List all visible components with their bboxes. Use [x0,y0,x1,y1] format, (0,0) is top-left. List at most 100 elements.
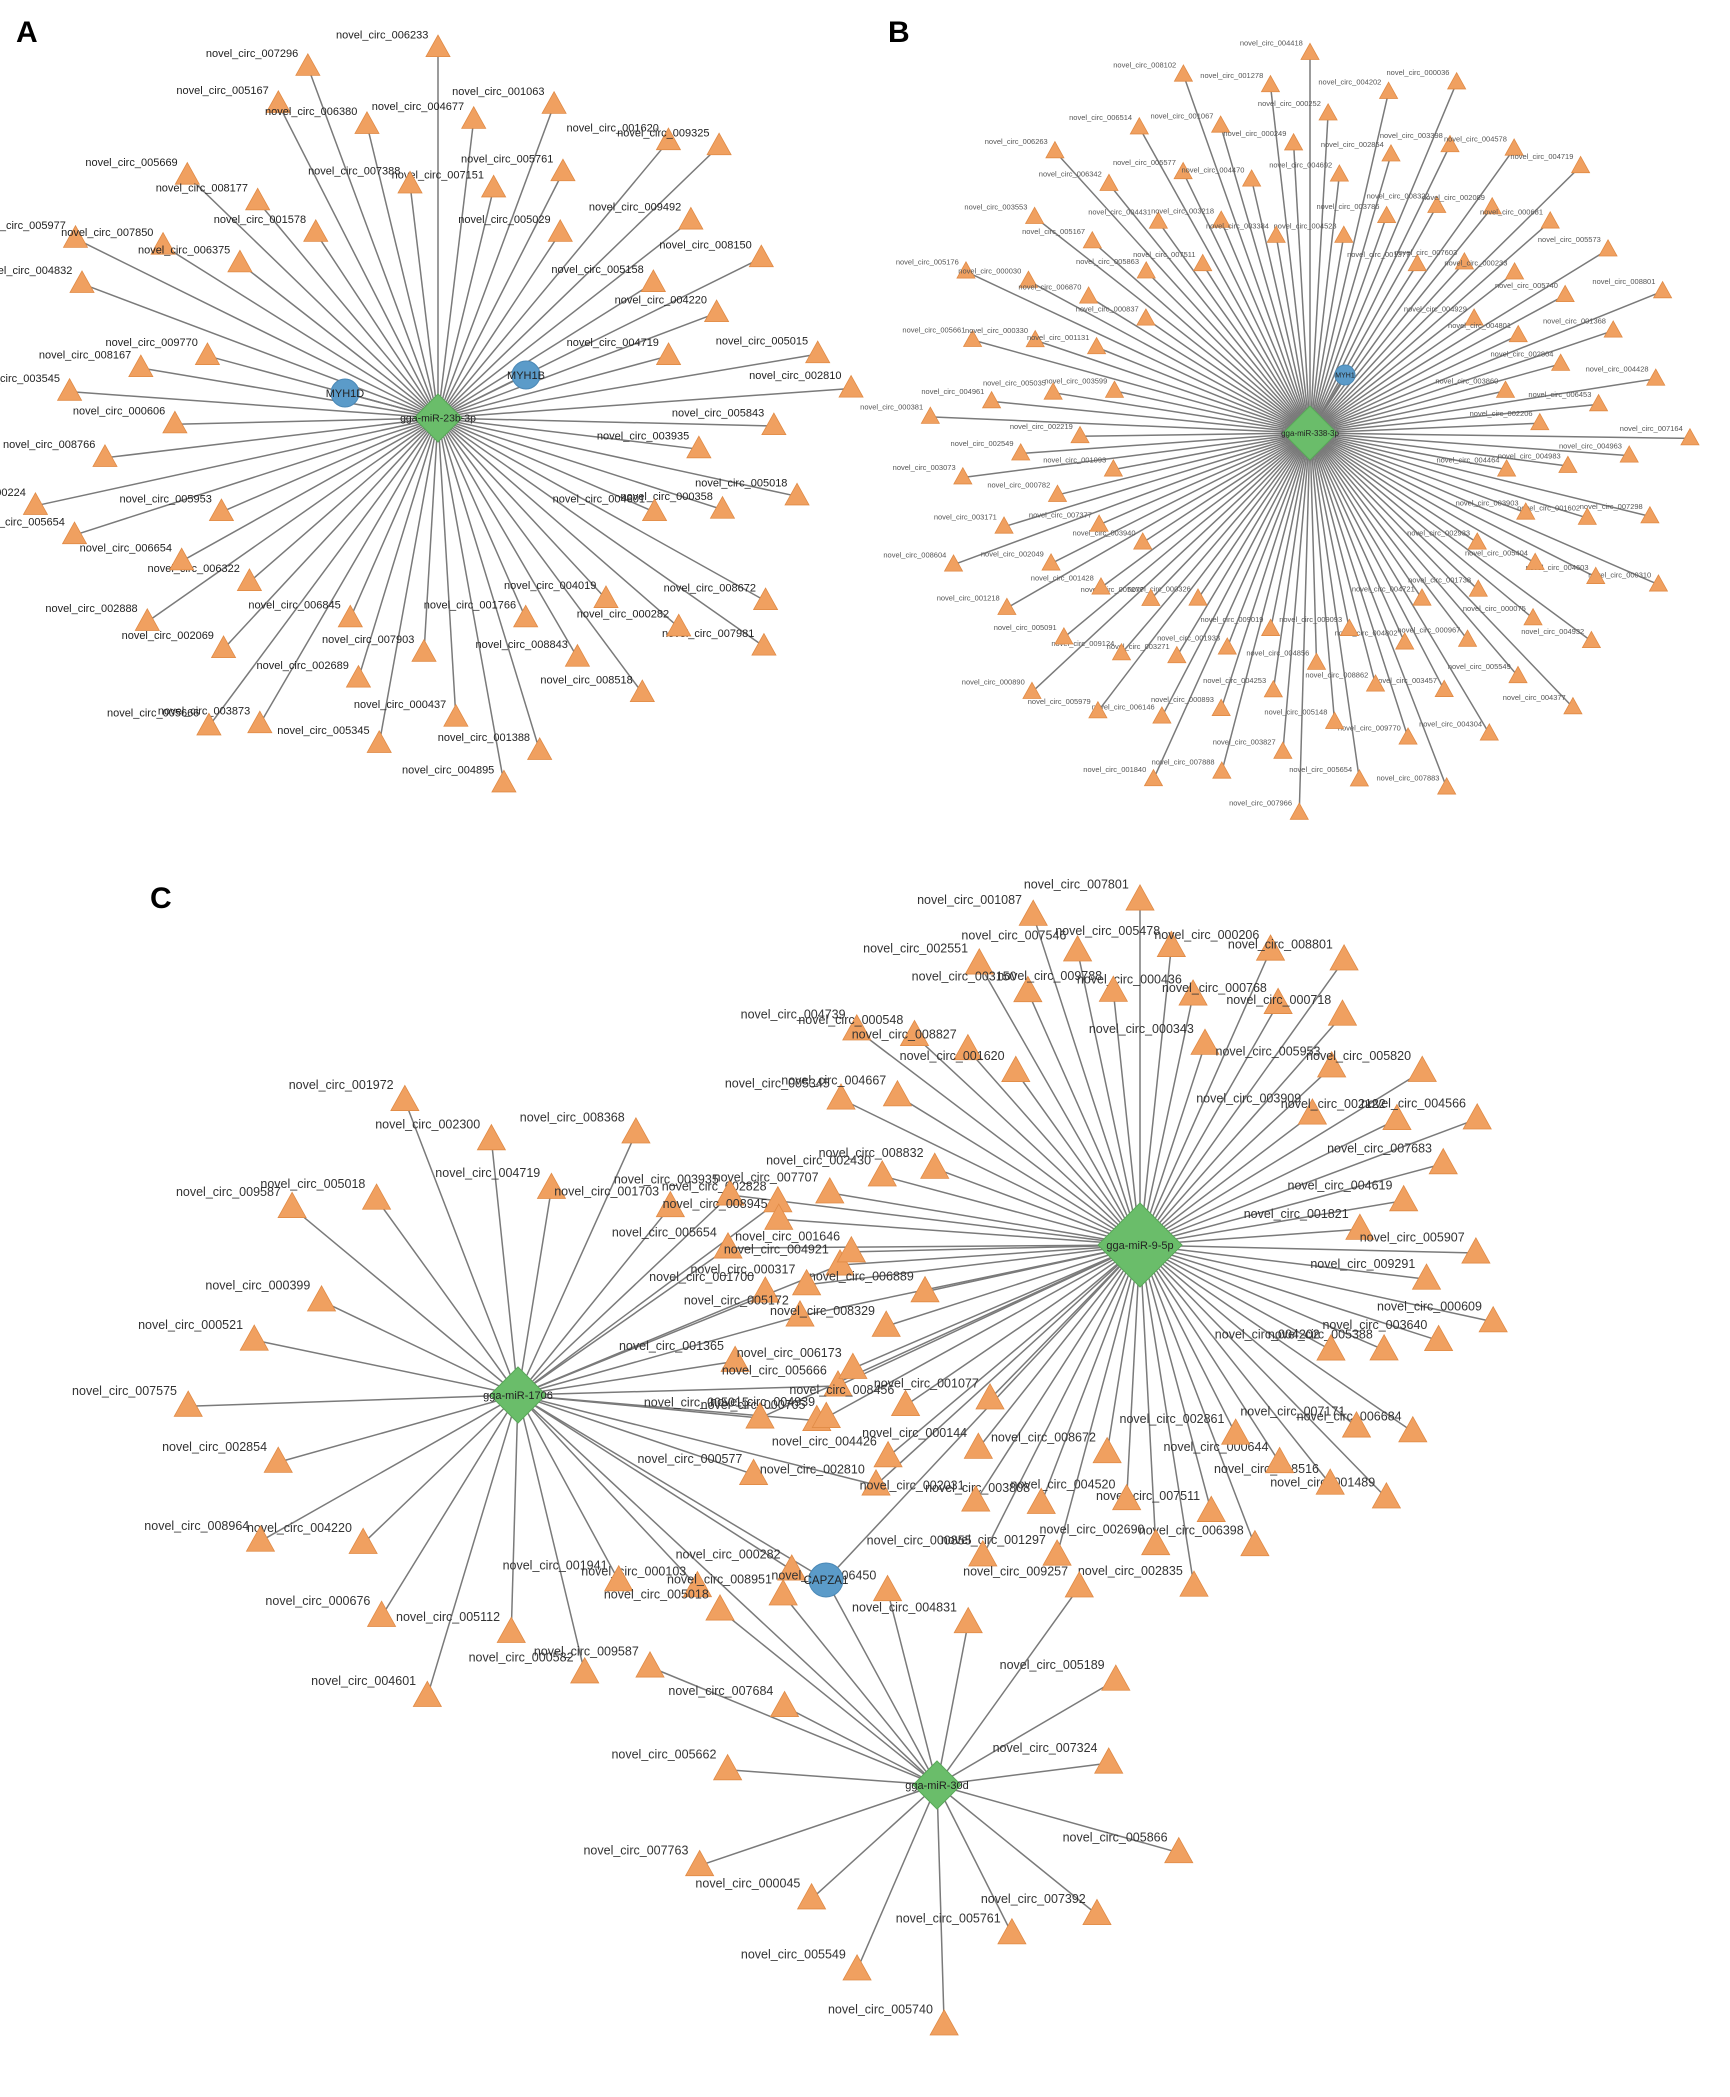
panel-c-mir95p-circrna-triangle[interactable] [1316,1334,1346,1361]
panel-a-circrna-triangle[interactable] [92,444,118,467]
panel-c-mir95p-circrna-triangle[interactable] [1369,1333,1399,1361]
panel-a-circrna-triangle[interactable] [805,340,831,364]
panel-c-mir95p-circrna-triangle[interactable] [1371,1481,1402,1509]
panel-c-mir1706-circrna-triangle[interactable] [682,1570,713,1598]
panel-b-circrna-triangle[interactable] [1581,630,1602,649]
panel-a-circrna-triangle[interactable] [751,632,777,656]
panel-a-circrna-triangle[interactable] [61,521,88,545]
panel-a-circrna-triangle[interactable] [784,482,810,506]
panel-b-circrna-triangle[interactable] [1525,552,1545,570]
panel-b-circrna-triangle[interactable] [1516,502,1536,520]
panel-b-circrna-triangle[interactable] [1427,195,1447,213]
panel-c-mir1706-circrna-triangle[interactable] [720,1345,750,1372]
panel-c-mir30d-circrna-triangle[interactable] [796,1882,827,1910]
panel-b-circrna-triangle[interactable] [1550,353,1571,371]
panel-b-circrna-triangle[interactable] [1619,445,1639,463]
panel-c-mir95p-circrna-triangle[interactable] [1220,1418,1251,1445]
panel-c-mir30d-circrna-triangle[interactable] [1101,1664,1131,1691]
panel-c-mir30d-circrna-triangle[interactable] [872,1574,903,1602]
panel-b-circrna-triangle[interactable] [1306,652,1327,670]
panel-b-circrna-triangle[interactable] [1148,211,1169,229]
panel-b-circrna-triangle[interactable] [1334,225,1354,243]
panel-a-circrna-triangle[interactable] [354,110,380,134]
panel-b-circrna-triangle[interactable] [1133,532,1153,550]
panel-c-mir95p-circrna-triangle[interactable] [815,1176,845,1204]
panel-c-mir95p-circrna-triangle[interactable] [1315,1468,1345,1495]
panel-b-circrna-triangle[interactable] [1504,261,1525,280]
panel-b-circrna-triangle[interactable] [1467,532,1487,550]
panel-b-circrna-triangle[interactable] [1141,588,1161,606]
panel-c-mir30d-circrna-triangle[interactable] [1094,1747,1124,1774]
panel-a-circrna-triangle[interactable] [196,712,222,736]
panel-b-circrna-triangle[interactable] [1680,427,1700,446]
panel-b-circrna-triangle[interactable] [1241,169,1262,187]
panel-c-mir95p-circrna-triangle[interactable] [1345,1213,1375,1240]
panel-b-circrna-triangle[interactable] [953,466,973,485]
panel-c-mir1706-circrna-triangle[interactable] [366,1600,397,1627]
panel-c-mir95p-circrna-triangle[interactable] [1111,1483,1142,1511]
panel-c-mir95p-circrna-triangle[interactable] [1179,1570,1209,1597]
panel-a-gene-myh1d-circle[interactable] [330,378,360,408]
panel-b-circrna-triangle[interactable] [1495,380,1516,398]
panel-c-shared-circrna-triangle[interactable] [785,1300,815,1327]
panel-c-mir1706-circrna-triangle[interactable] [390,1084,420,1111]
panel-c-mir30d-circrna-triangle[interactable] [768,1578,798,1606]
panel-c-mir95p-circrna-triangle[interactable] [890,1389,921,1417]
panel-a-circrna-triangle[interactable] [162,410,188,434]
panel-c-mir1706-circrna-triangle[interactable] [738,1458,769,1485]
panel-c-mir95p-circrna-triangle[interactable] [1428,1147,1458,1175]
panel-c-shared-circrna-triangle[interactable] [823,1370,853,1397]
panel-c-mir95p-circrna-triangle[interactable] [1098,975,1129,1002]
panel-c-shared-circrna-triangle[interactable] [713,1232,743,1259]
panel-a-circrna-triangle[interactable] [425,34,451,58]
panel-c-mir1706-circrna-triangle[interactable] [361,1183,392,1210]
panel-a-circrna-triangle[interactable] [208,498,235,522]
panel-c-mir95p-circrna-triangle[interactable] [842,1013,872,1041]
panel-c-mir95p-circrna-triangle[interactable] [1389,1184,1419,1212]
panel-b-circrna-triangle[interactable] [1143,768,1164,787]
panel-c-mir95p-circrna-triangle[interactable] [1478,1305,1508,1333]
panel-b-circrna-triangle[interactable] [1457,629,1478,647]
panel-c-mir1706-circrna-triangle[interactable] [245,1525,276,1552]
panel-c-mir1706-circrna-triangle[interactable] [412,1680,443,1707]
panel-a-circrna-triangle[interactable] [62,224,89,248]
panel-c-mir95p-circrna-triangle[interactable] [964,948,994,975]
panel-b-circrna-triangle[interactable] [1173,161,1193,180]
panel-c-mir30d-circrna-triangle[interactable] [842,1953,872,1981]
panel-c-mir95p-circrna-triangle[interactable] [764,1203,794,1230]
panel-b-circrna-triangle[interactable] [1640,505,1660,524]
panel-b-circrna-triangle[interactable] [1540,211,1560,229]
panel-c-mir1706-circrna-triangle[interactable] [621,1116,651,1144]
panel-c-mir95p-circrna-triangle[interactable] [1461,1237,1491,1264]
panel-c-mir30d-circrna-triangle[interactable] [1064,1570,1094,1598]
panel-c-mir95p-circrna-triangle[interactable] [1297,1098,1328,1125]
panel-c-mir95p-circrna-triangle[interactable] [1125,884,1155,911]
panel-b-circrna-triangle[interactable] [1078,286,1099,304]
panel-b-circrna-triangle[interactable] [997,597,1017,615]
panel-c-mir1706-circrna-triangle[interactable] [570,1656,600,1684]
panel-a-circrna-triangle[interactable] [513,604,539,628]
panel-a-circrna-triangle[interactable] [69,270,95,293]
panel-a-gene-myh1b-circle[interactable] [511,360,541,390]
panel-c-link-circrna-triangle[interactable] [705,1594,735,1621]
panel-c-mir95p-circrna-triangle[interactable] [1141,1528,1171,1556]
panel-a-circrna-triangle[interactable] [210,635,237,658]
panel-a-circrna-triangle[interactable] [838,374,864,398]
panel-b-circrna-triangle[interactable] [1570,155,1591,174]
panel-c-mir95p-circrna-triangle[interactable] [1001,1055,1031,1082]
panel-a-circrna-triangle[interactable] [550,158,576,182]
panel-c-gene-capza1-circle[interactable] [808,1562,844,1598]
panel-b-circrna-triangle[interactable] [1136,260,1156,279]
panel-b-circrna-triangle[interactable] [1289,802,1309,820]
panel-b-circrna-triangle[interactable] [1508,665,1528,684]
panel-c-mir1706-circrna-triangle[interactable] [306,1284,337,1312]
panel-b-circrna-triangle[interactable] [1152,706,1172,724]
panel-a-circrna-triangle[interactable] [236,568,263,591]
panel-b-gene-myh1-circle[interactable] [1334,364,1356,386]
panel-a-circrna-triangle[interactable] [629,679,655,703]
panel-c-mir95p-circrna-triangle[interactable] [1423,1324,1454,1352]
panel-b-circrna-triangle[interactable] [1167,645,1187,664]
panel-b-circrna-triangle[interactable] [1588,393,1609,412]
panel-a-circrna-triangle[interactable] [480,174,507,198]
panel-c-hub-mir1706-diamond[interactable] [489,1366,547,1424]
